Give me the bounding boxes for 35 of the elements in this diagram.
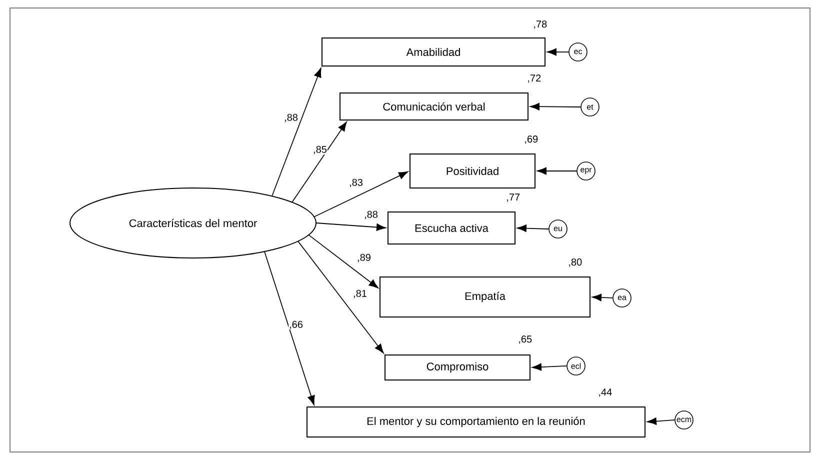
edge-label: ,88: [364, 210, 378, 220]
edge-label: ,89: [356, 253, 372, 263]
variable-box: Comunicación verbal: [340, 92, 528, 120]
arrow: [516, 224, 550, 232]
arrow: [264, 251, 315, 406]
edge-label: ,83: [348, 178, 364, 188]
variable-box: Amabilidad: [322, 38, 546, 66]
arrow: [314, 171, 408, 218]
variable-box: El mentor y su comportamiento en la reunión: [306, 406, 646, 438]
variable-box: Compromiso: [384, 354, 530, 380]
coefficient-label: ,65: [519, 336, 532, 344]
arrow: [272, 68, 322, 196]
arrow: [308, 234, 378, 288]
edge-label: ,81: [352, 289, 368, 299]
arrow: [298, 241, 384, 354]
variable-box: Escucha activa: [388, 212, 516, 244]
arrow: [646, 418, 676, 425]
arrow: [316, 222, 386, 231]
arrow: [592, 294, 614, 302]
arrow: [536, 167, 578, 175]
coefficient-label: ,78: [534, 20, 547, 29]
coefficient-label: ,77: [507, 194, 520, 202]
variable-box: Positividad: [410, 154, 536, 188]
coefficient-label: ,69: [525, 136, 538, 144]
arrow: [292, 122, 347, 202]
coefficient-label: ,72: [528, 74, 541, 83]
edge-label: ,66: [288, 320, 304, 330]
edge-label: ,85: [312, 145, 328, 155]
coefficient-label: ,44: [599, 388, 612, 397]
arrow: [546, 48, 570, 56]
arrow: [530, 102, 582, 110]
variable-box: Empatía: [380, 276, 590, 318]
edge-label: ,88: [284, 113, 298, 123]
coefficient-label: ,80: [569, 258, 582, 267]
arrow: [532, 363, 568, 371]
